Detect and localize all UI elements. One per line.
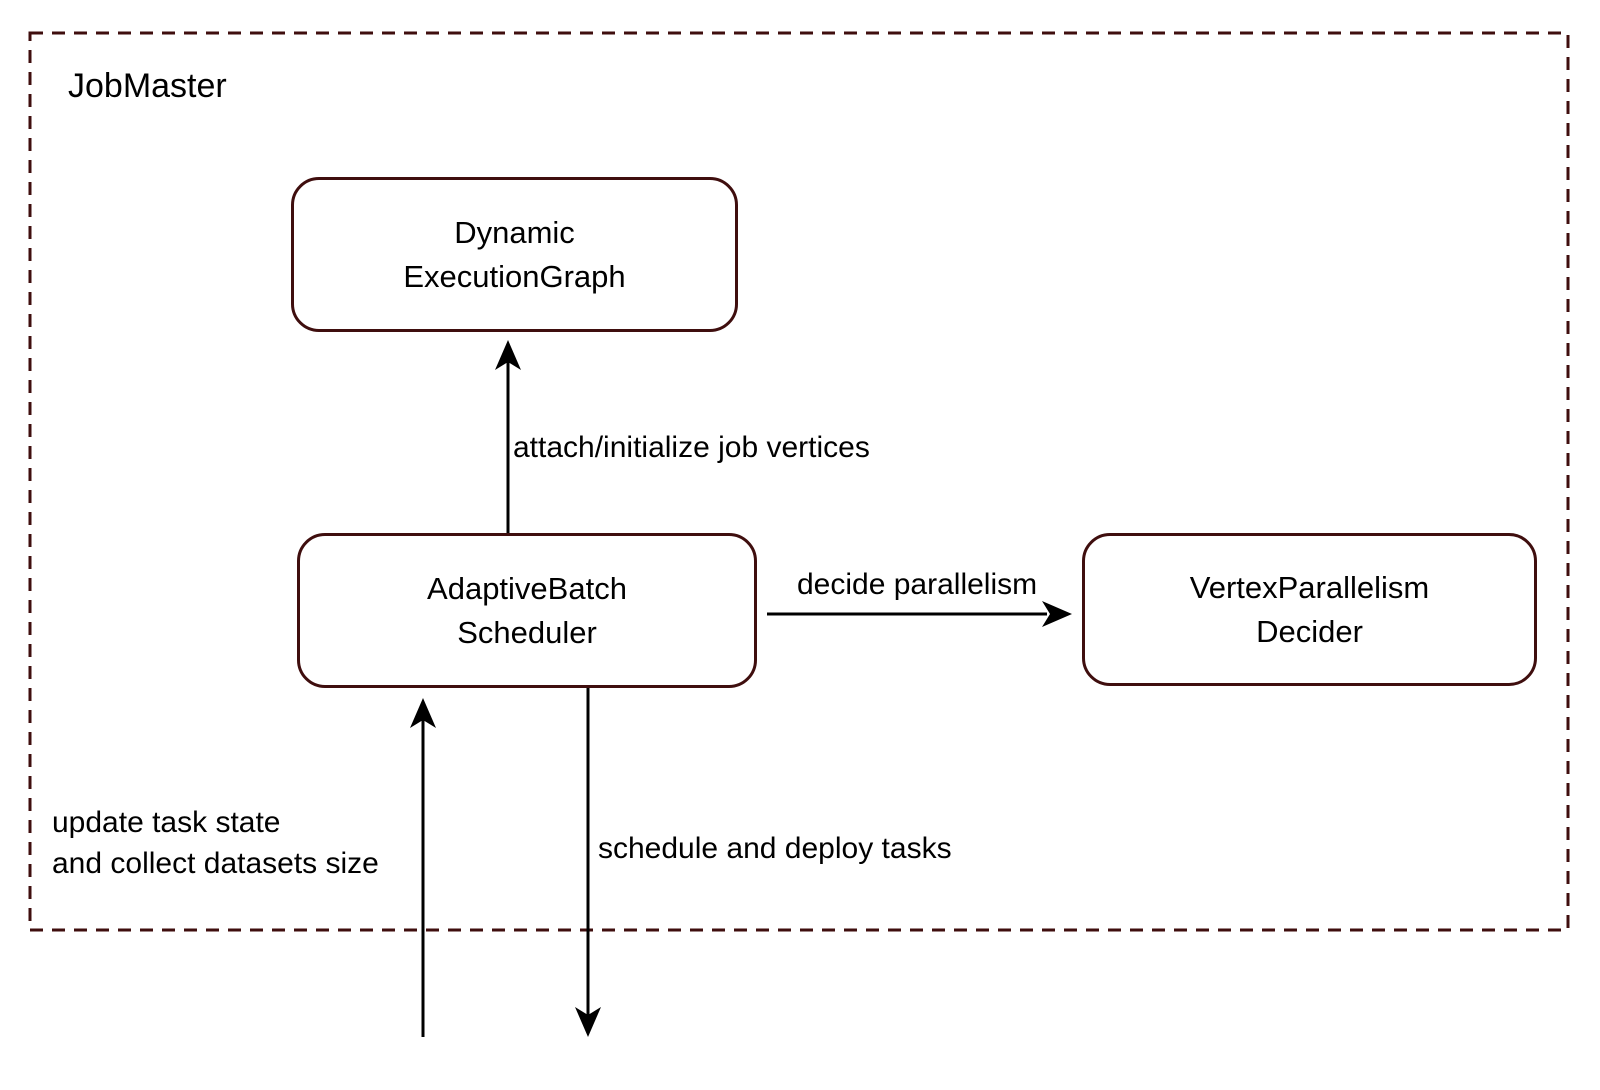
- edge-label-attach-initialize: attach/initialize job vertices: [513, 431, 870, 464]
- node-label-line: Scheduler: [457, 614, 597, 650]
- node-label-line: ExecutionGraph: [403, 258, 626, 294]
- arrowhead-right-icon: [1042, 601, 1072, 627]
- edge-label-schedule-deploy: schedule and deploy tasks: [598, 832, 952, 865]
- node-label-line: AdaptiveBatch: [427, 570, 627, 606]
- arrowhead-up-icon: [410, 698, 436, 728]
- arrowhead-up-icon: [495, 340, 521, 370]
- arrow-update-task-state: [410, 698, 436, 1037]
- node-adaptive-batch-scheduler: AdaptiveBatch Scheduler: [297, 533, 757, 688]
- edge-label-line: update task state: [52, 806, 281, 839]
- node-label-line: VertexParallelism: [1189, 569, 1430, 605]
- edge-label-line: and collect datasets size: [52, 847, 379, 880]
- edge-label-decide-parallelism: decide parallelism: [797, 568, 1038, 601]
- arrowhead-down-icon: [575, 1007, 601, 1037]
- node-dynamic-execution-graph: Dynamic ExecutionGraph: [291, 177, 738, 332]
- jobmaster-label: JobMaster: [68, 67, 227, 105]
- edge-label-update-task-state: update task state and collect datasets s…: [52, 802, 379, 884]
- jobmaster-container-border: [28, 31, 1570, 932]
- node-label-line: Dynamic: [454, 214, 575, 250]
- node-label-line: Decider: [1256, 613, 1363, 649]
- node-vertex-parallelism-decider: VertexParallelism Decider: [1082, 533, 1537, 686]
